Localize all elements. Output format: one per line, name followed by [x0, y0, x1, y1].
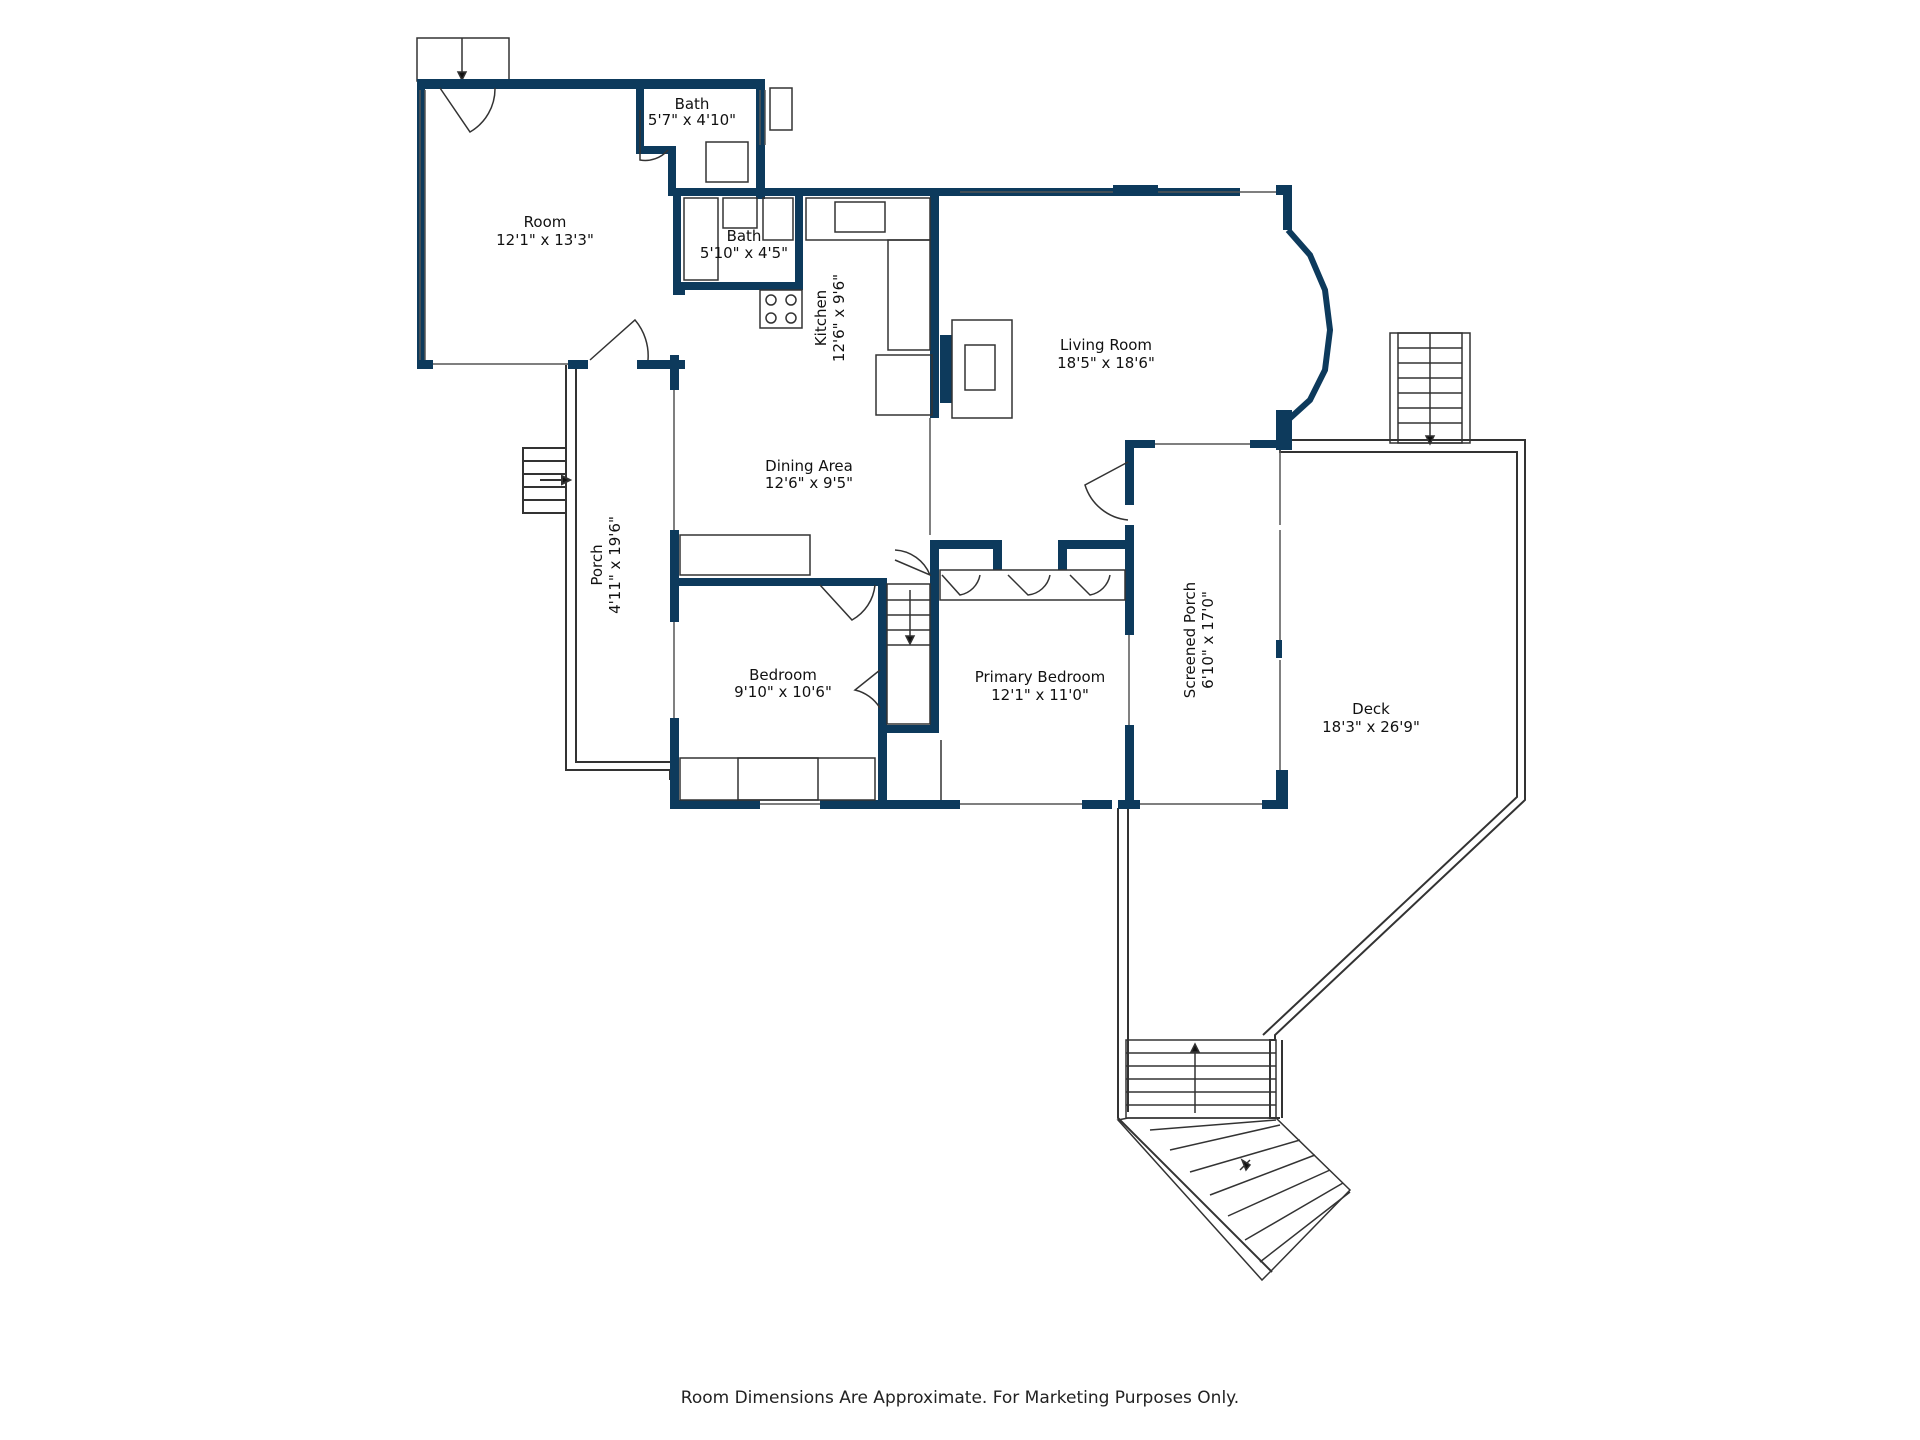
- room-dining-area-label: Dining Area 12'6" x 9'5": [765, 457, 853, 492]
- room-porch-dims: 4'11" x 19'6": [606, 516, 624, 614]
- room-primary-bedroom-label: Primary Bedroom 12'1" x 11'0": [975, 668, 1106, 704]
- room-kitchen-dims: 12'6" x 9'6": [830, 274, 848, 362]
- room-living-room-name: Living Room: [1060, 336, 1152, 354]
- room-dining-area-name: Dining Area: [765, 457, 853, 475]
- room-bedroom-dims: 9'10" x 10'6": [734, 683, 832, 701]
- room-room-dims: 12'1" x 13'3": [496, 231, 594, 249]
- windows: [419, 90, 1281, 805]
- room-kitchen-label: Kitchen 12'6" x 9'6": [812, 274, 848, 362]
- interior-stairs: [887, 590, 930, 646]
- room-deck-name: Deck: [1352, 700, 1390, 718]
- room-bedroom-name: Bedroom: [749, 666, 817, 684]
- room-primary-bedroom-name: Primary Bedroom: [975, 668, 1106, 686]
- room-room-name: Room: [524, 213, 567, 231]
- room-bath-lower-label: Bath 5'10" x 4'5": [700, 227, 788, 262]
- bay-window: [1285, 228, 1334, 423]
- room-room-label: Room 12'1" x 13'3": [496, 213, 594, 249]
- room-porch-label: Porch 4'11" x 19'6": [588, 516, 624, 614]
- room-deck-dims: 18'3" x 26'9": [1322, 718, 1420, 736]
- room-kitchen-name: Kitchen: [812, 290, 830, 346]
- room-screened-porch-label: Screened Porch 6'10" x 17'0": [1181, 582, 1217, 698]
- room-dining-area-dims: 12'6" x 9'5": [765, 474, 853, 492]
- upper-deck-stairs: [1389, 332, 1471, 446]
- doors: [439, 87, 1129, 709]
- room-screened-porch-name: Screened Porch: [1181, 582, 1199, 698]
- room-bath-upper-name: Bath: [675, 95, 710, 113]
- room-bath-lower-name: Bath: [727, 227, 762, 245]
- room-bath-upper-label: Bath 5'7" x 4'10": [648, 95, 736, 129]
- disclaimer-note: Room Dimensions Are Approximate. For Mar…: [680, 1388, 1240, 1408]
- room-primary-bedroom-dims: 12'1" x 11'0": [991, 686, 1089, 704]
- entry-stairs: [416, 37, 510, 82]
- room-living-room-dims: 18'5" x 18'6": [1057, 354, 1155, 372]
- deck-stairs: [1116, 1039, 1352, 1282]
- room-bedroom-label: Bedroom 9'10" x 10'6": [734, 666, 832, 701]
- room-living-room-label: Living Room 18'5" x 18'6": [1057, 336, 1155, 372]
- porch-outline: [522, 365, 671, 780]
- room-screened-porch-dims: 6'10" x 17'0": [1199, 591, 1217, 689]
- room-deck-label: Deck 18'3" x 26'9": [1322, 700, 1420, 736]
- room-bath-lower-dims: 5'10" x 4'5": [700, 244, 788, 262]
- room-porch-name: Porch: [588, 544, 606, 585]
- room-bath-upper-dims: 5'7" x 4'10": [648, 111, 736, 129]
- fixtures: [679, 87, 1126, 801]
